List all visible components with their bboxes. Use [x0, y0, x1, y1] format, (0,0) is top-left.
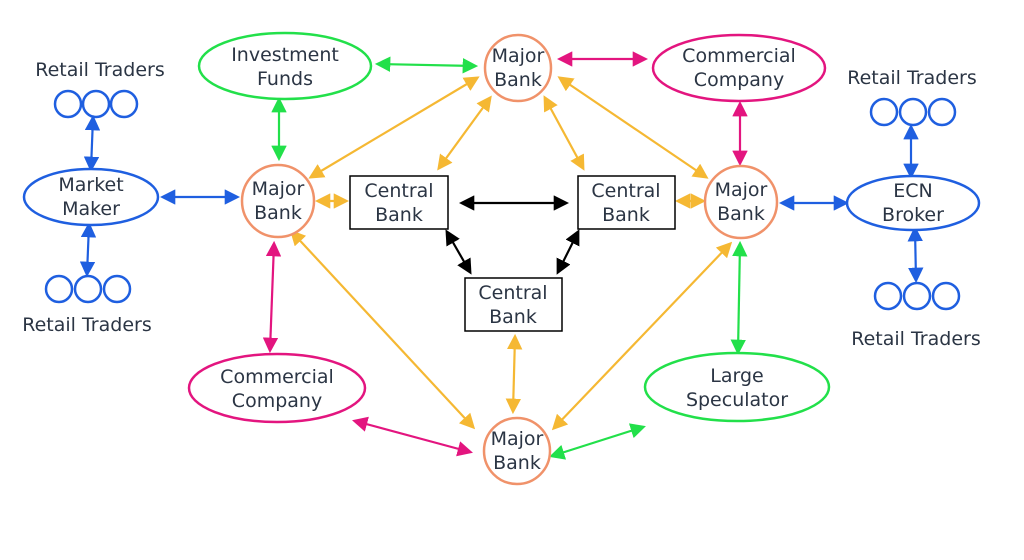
retail-traders-top-left: Retail Traders: [35, 59, 165, 119]
arrow-central-right-central-bottom: [556, 229, 580, 275]
arrow-large-speculator-right-bank: [730, 240, 748, 356]
arrow-left-bank-bottom-bank: [289, 229, 476, 430]
commercial-company-top: Commercial Company: [651, 33, 827, 103]
major-bank-bottom-line1: Major: [491, 428, 544, 450]
arrow-left-bank-commercial-company: [262, 240, 282, 354]
central-bank-left-line1: Central: [364, 180, 433, 202]
retail-traders-bottom-right: Retail Traders: [851, 281, 981, 350]
major-bank-right-line2: Bank: [717, 203, 765, 225]
connections: [79, 51, 924, 460]
central-bank-bottom-line2: Bank: [489, 306, 537, 328]
retail-traders-bottom-left-circles-icon: [44, 274, 132, 304]
major-bank-top-line2: Bank: [494, 69, 542, 91]
major-bank-top: Major Bank: [483, 33, 553, 103]
investment-funds-line1: Investment: [231, 44, 339, 66]
arrow-top-bank-central-left: [437, 95, 492, 171]
arrow-commercial-company-bottom-bank: [352, 416, 473, 457]
market-maker-line2: Maker: [62, 198, 120, 220]
ecn-broker-line1: ECN: [893, 180, 932, 202]
retail-traders-bottom-right-label: Retail Traders: [851, 328, 980, 350]
arrow-investment-funds-top-bank: [374, 56, 479, 74]
large-speculator-line1: Large: [710, 365, 763, 387]
retail-traders-top-right-label: Retail Traders: [847, 67, 976, 89]
retail-traders-top-left-label: Retail Traders: [35, 59, 164, 81]
retail-traders-top-right-circles-icon: [869, 97, 957, 127]
large-speculator: Large Speculator: [643, 351, 831, 423]
arrow-central-left-central-bottom: [445, 229, 472, 275]
arrow-large-speculator-bottom-bank: [549, 423, 646, 460]
retail-traders-bottom-left: Retail Traders: [22, 274, 152, 336]
arrow-central-bottom-bottom-bank: [505, 333, 523, 415]
central-bank-right-line2: Bank: [602, 204, 650, 226]
arrow-top-bank-central-right: [543, 95, 585, 171]
major-bank-bottom: Major Bank: [482, 416, 552, 486]
ecn-broker-line2: Broker: [882, 204, 944, 226]
major-bank-left-line2: Bank: [254, 202, 302, 224]
central-bank-right-line1: Central: [591, 180, 660, 202]
market-maker-line1: Market: [58, 174, 123, 196]
commercial-company-top-line2: Company: [694, 69, 784, 91]
central-bank-left-line2: Bank: [375, 204, 423, 226]
retail-traders-bottom-right-circles-icon: [873, 281, 961, 311]
arrow-top-bank-left-bank: [308, 76, 480, 179]
arrow-retail-top-left-market-maker: [83, 114, 101, 173]
major-bank-right-line1: Major: [715, 179, 768, 201]
commercial-company-top-line1: Commercial: [682, 45, 796, 67]
major-bank-bottom-line2: Bank: [493, 452, 541, 474]
retail-traders-top-right: Retail Traders: [847, 67, 977, 127]
investment-funds-line2: Funds: [257, 68, 313, 90]
central-bank-left: Central Bank: [349, 175, 449, 230]
retail-traders-bottom-left-label: Retail Traders: [22, 314, 151, 336]
major-bank-left: Major Bank: [240, 163, 316, 239]
retail-traders-top-left-circles-icon: [53, 89, 139, 119]
commercial-company-bottom-line1: Commercial: [220, 366, 334, 388]
central-bank-right: Central Bank: [577, 175, 676, 230]
major-bank-right: Major Bank: [703, 164, 779, 240]
arrow-top-bank-right-bank: [557, 76, 709, 179]
arrow-market-maker-retail-bottom-left: [79, 221, 97, 278]
central-bank-bottom-line1: Central: [478, 282, 547, 304]
commercial-company-bottom-line2: Company: [232, 390, 322, 412]
major-bank-top-line1: Major: [492, 45, 545, 67]
investment-funds: Investment Funds: [197, 31, 373, 101]
large-speculator-line2: Speculator: [686, 389, 788, 411]
central-bank-bottom: Central Bank: [464, 277, 563, 332]
market-maker: Market Maker: [22, 167, 160, 227]
major-bank-left-line1: Major: [252, 178, 305, 200]
commercial-company-bottom: Commercial Company: [187, 352, 367, 424]
arrow-right-bank-bottom-bank: [551, 241, 733, 431]
arrow-ecn-broker-retail-bottom-right: [907, 225, 924, 284]
ecn-broker: ECN Broker: [845, 174, 981, 232]
